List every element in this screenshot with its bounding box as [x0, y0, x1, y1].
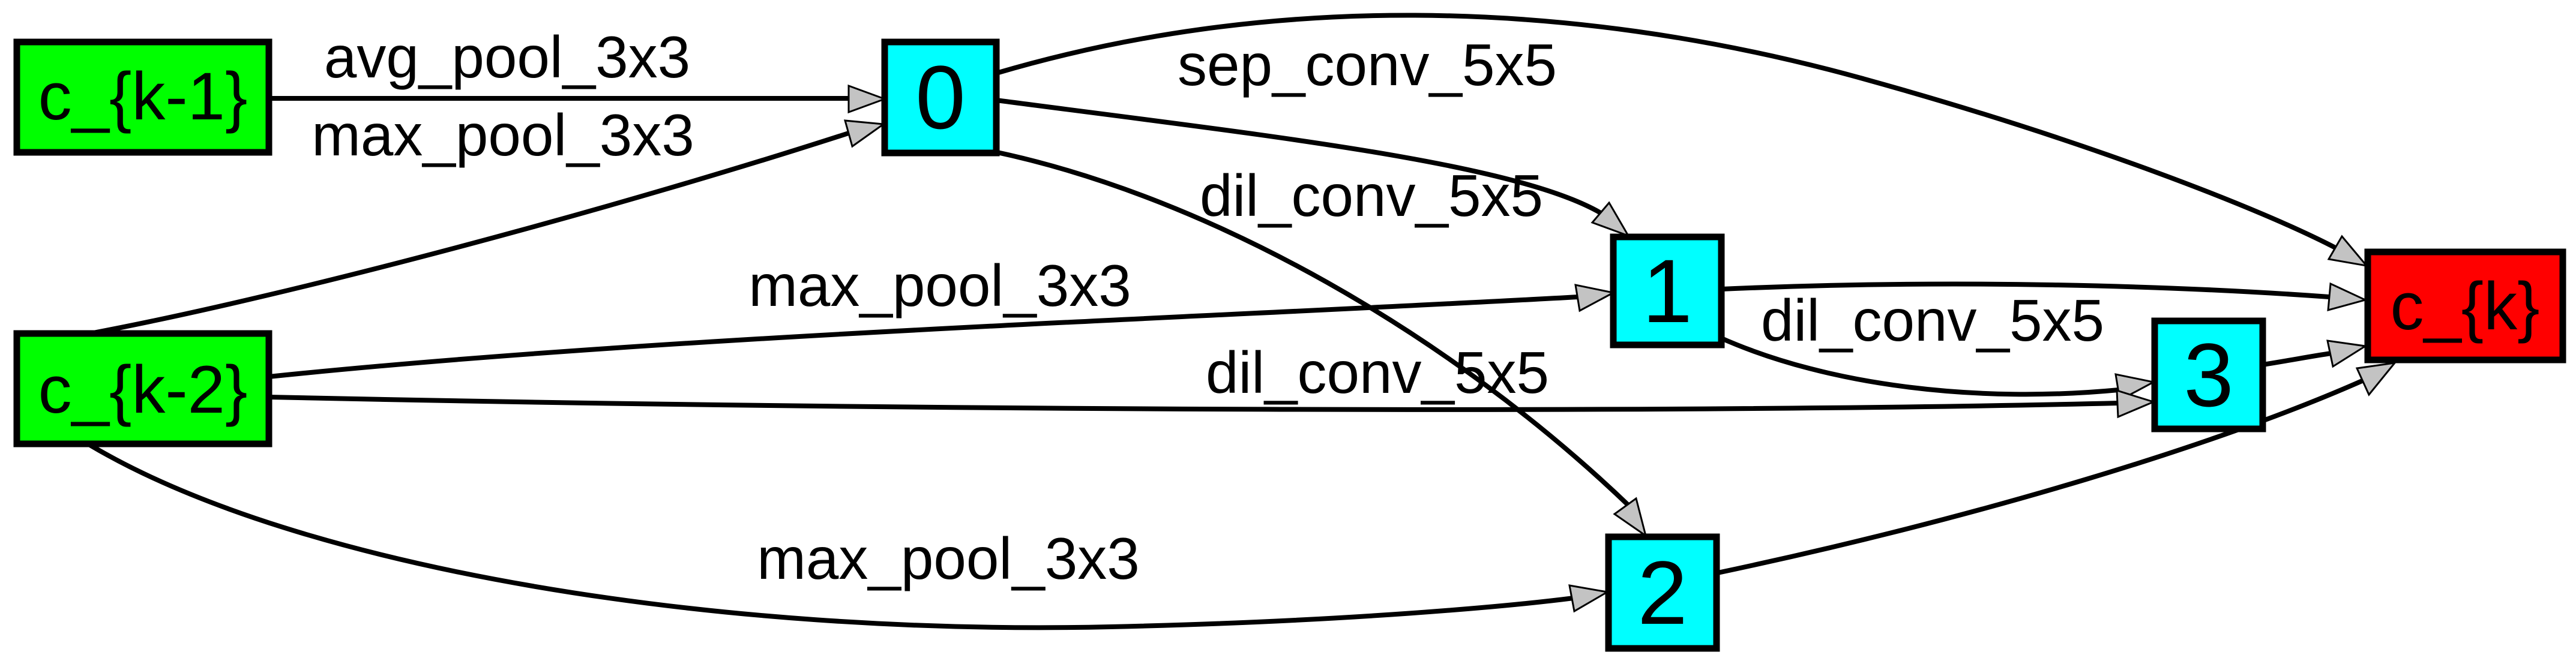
node-ck2-box: [13, 330, 272, 447]
arrowhead-0-1-icon: [1590, 201, 1631, 238]
edge-label-dil-conv-upper: dil_conv_5x5: [1200, 163, 1543, 229]
arrowhead-0-ck-icon: [2327, 235, 2369, 268]
edge-3-to-ck: [2262, 351, 2332, 367]
node-1-label: 1: [1642, 241, 1692, 341]
edge-label-max-pool-mid: max_pool_3x3: [748, 253, 1131, 319]
node-ck1-box: [13, 38, 272, 156]
node-3-box: [2151, 317, 2266, 432]
edge-1-to-ck: [1721, 281, 2330, 299]
edge-label-max-pool-top: max_pool_3x3: [311, 102, 694, 168]
node-ck-label: c_{k}: [2390, 269, 2539, 344]
edge-2-to-ck: [1717, 377, 2366, 575]
node-3: 3: [2151, 317, 2266, 432]
edge-0-to-2: [994, 149, 1632, 509]
arrowhead-ck2-1-icon: [1574, 284, 1616, 313]
node-0-label: 0: [915, 47, 965, 148]
edge-0-to-1: [996, 98, 1602, 215]
node-2-label: 2: [1637, 542, 1687, 643]
node-1: 1: [1610, 233, 1725, 348]
edge-ck2-to-1: [268, 295, 1579, 379]
arrowhead-ck2-0-icon: [843, 119, 886, 148]
edge-ck2-to-3: [268, 395, 2119, 412]
edge-label-avg-pool: avg_pool_3x3: [324, 24, 690, 90]
node-3-label: 3: [2183, 325, 2233, 425]
edge-1-to-3: [1719, 335, 2119, 397]
arrowhead-3-ck-icon: [2326, 339, 2368, 368]
arrowhead-ck2-2-icon: [1568, 584, 1610, 613]
node-2-box: [1605, 533, 1720, 652]
arrowhead-ck1-0-icon: [847, 84, 888, 114]
edge-label-max-pool-bottom: max_pool_3x3: [757, 525, 1139, 591]
node-2: 2: [1605, 533, 1720, 652]
arrowhead-1-ck-icon: [2327, 282, 2368, 312]
node-0: 0: [881, 38, 1000, 157]
edge-label-sep-conv: sep_conv_5x5: [1178, 32, 1557, 98]
node-ck2: c_{k-2}: [13, 330, 272, 447]
node-1-box: [1610, 233, 1725, 348]
node-0-box: [881, 38, 1000, 157]
edge-ck2-to-2: [88, 443, 1574, 630]
edge-label-dil-conv-right: dil_conv_5x5: [1761, 287, 2104, 353]
edge-ck2-to-0: [89, 130, 853, 336]
node-ck-box: [2364, 248, 2566, 363]
arrowhead-ck2-3-icon: [2116, 389, 2156, 419]
node-ck2-label: c_{k-2}: [38, 352, 248, 427]
edge-0-to-ck: [995, 13, 2337, 250]
node-ck: c_{k}: [2364, 248, 2566, 363]
node-ck1: c_{k-1}: [13, 38, 272, 156]
arrowhead-2-ck-icon: [2355, 361, 2397, 396]
node-ck1-label: c_{k-1}: [38, 59, 248, 134]
arrowhead-0-2-icon: [1613, 497, 1648, 538]
edge-label-dil-conv-mid: dil_conv_5x5: [1206, 339, 1549, 405]
